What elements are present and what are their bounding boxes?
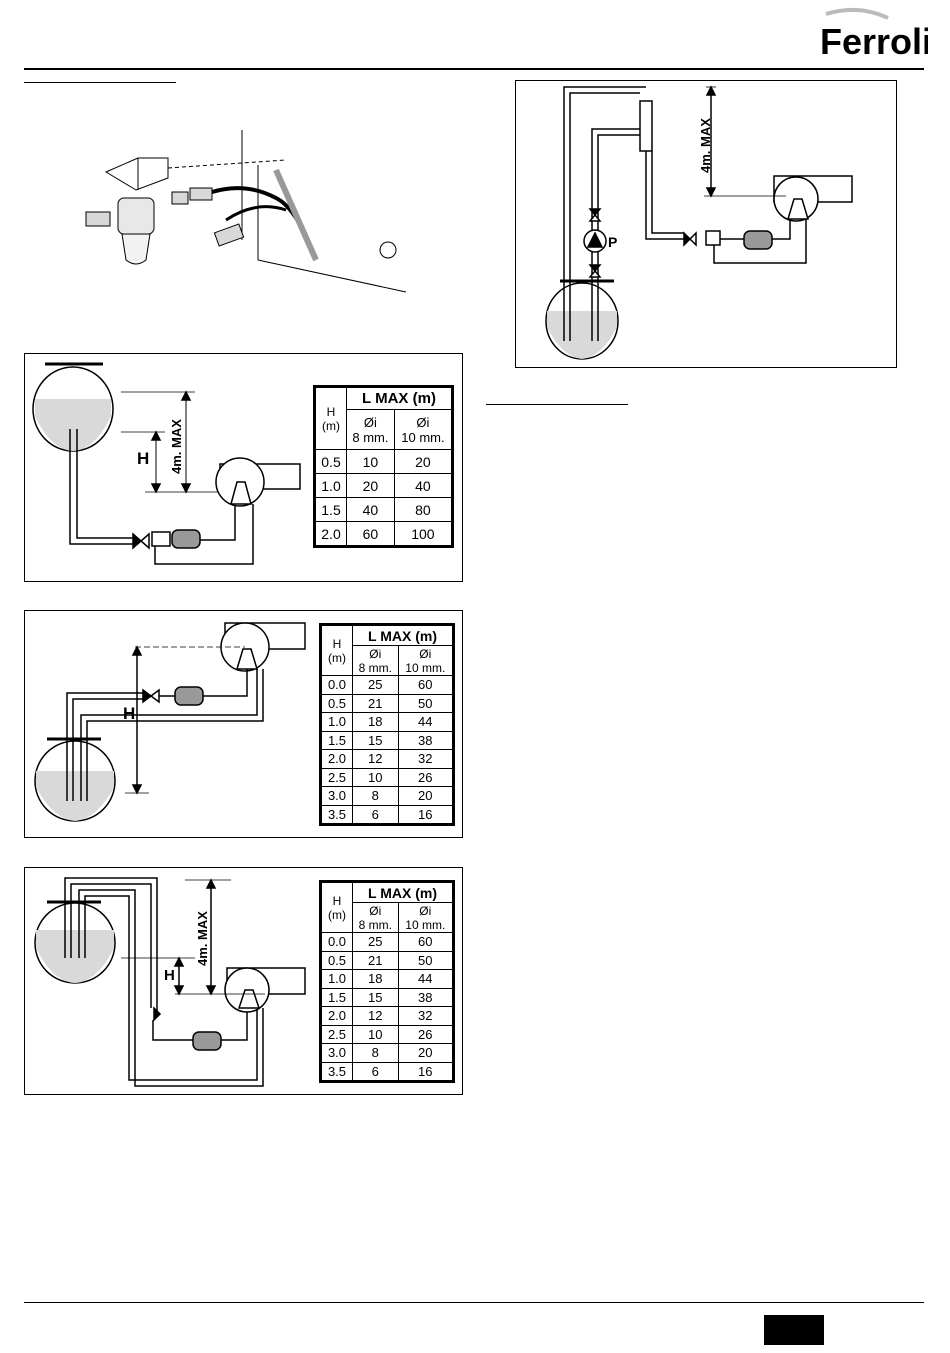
logo-wordmark: Ferroli xyxy=(820,21,928,62)
pump-label: P xyxy=(608,234,617,250)
logo-swoosh xyxy=(825,7,889,20)
max-height-label: 4m. MAX xyxy=(195,911,210,966)
figure-1-diagram: H 4m. MAX xyxy=(32,362,301,565)
h-label: H xyxy=(137,449,149,468)
h-header: H xyxy=(326,404,336,419)
h-header: H xyxy=(332,636,342,651)
figure-3-diagram: H 4m. MAX xyxy=(34,877,306,1087)
h-unit: (m) xyxy=(322,418,340,433)
pump-figure-panel: P 4m. MAX xyxy=(515,80,897,368)
right-heading-underline xyxy=(486,404,628,405)
max-height-label: 4m. MAX xyxy=(698,118,713,173)
lmax-header: L MAX (m) xyxy=(346,387,452,410)
lmax-header: L MAX (m) xyxy=(352,882,453,903)
h-header: H xyxy=(332,893,342,908)
h-unit: (m) xyxy=(328,907,346,922)
ferroli-logo: Ferroli xyxy=(818,6,928,62)
section-heading-underline xyxy=(24,82,176,83)
figure-2-diagram: H xyxy=(34,622,306,822)
filter-installation-drawing xyxy=(76,120,416,300)
header-rule xyxy=(24,68,924,70)
max-height-label: 4m. MAX xyxy=(169,419,184,474)
h-label: H xyxy=(123,704,135,723)
page-number-box xyxy=(764,1315,824,1345)
h-label: H xyxy=(164,967,175,984)
h-unit: (m) xyxy=(328,650,346,665)
pump-figure-diagram: P 4m. MAX xyxy=(545,85,853,360)
lmax-header: L MAX (m) xyxy=(352,625,453,646)
footer-rule xyxy=(24,1302,924,1303)
